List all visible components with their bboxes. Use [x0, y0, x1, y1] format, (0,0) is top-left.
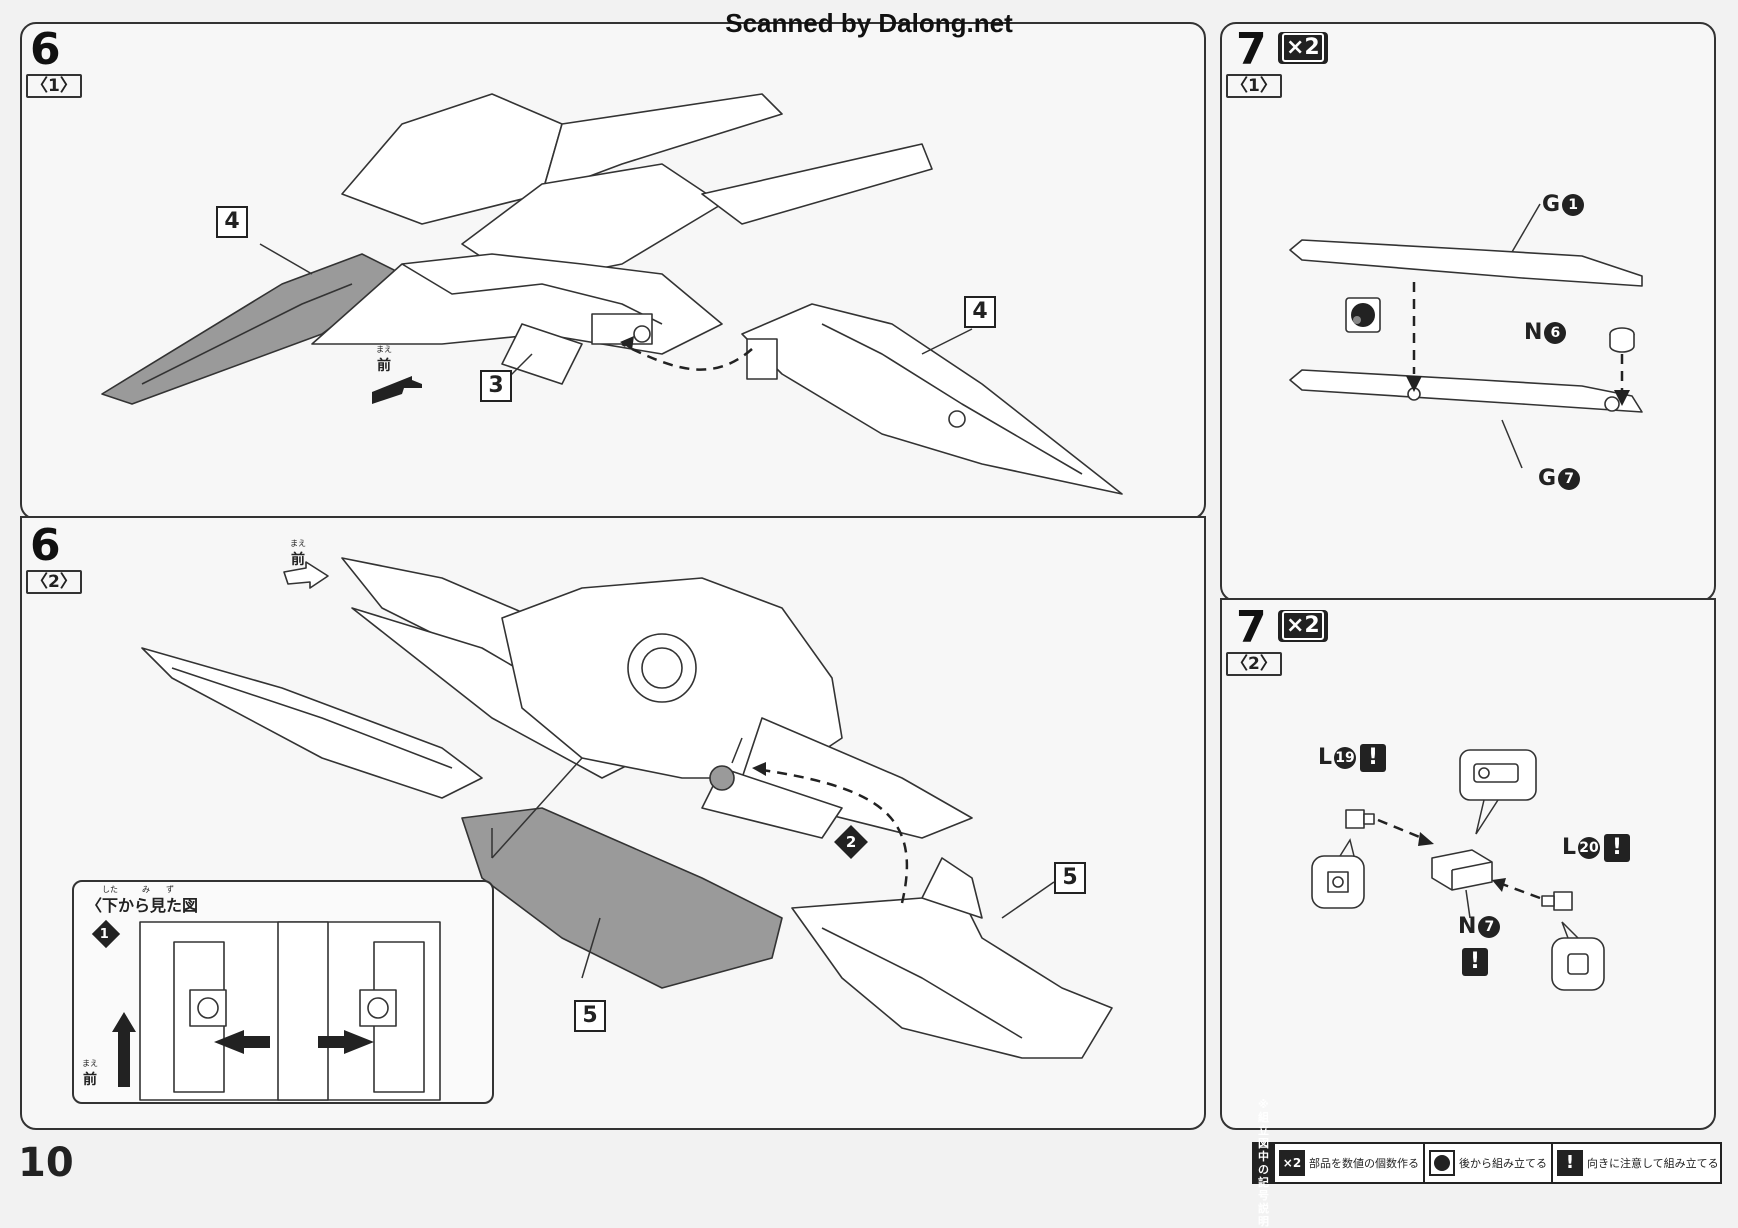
legend-title: ※組立図中の記号説明 [1254, 1098, 1273, 1228]
substep-label: 〈2〉 [26, 570, 82, 594]
front-direction-label: まえ 前 [290, 538, 306, 569]
symbol-legend: ※組立図中の記号説明 ×2 部品を数値の個数作る 後から組み立てる ! 向きに注… [1252, 1098, 1723, 1228]
legend-item-orientation: ! 向きに注意して組み立てる [1551, 1144, 1723, 1182]
legend-item-assemble-later: 後から組み立てる [1423, 1144, 1551, 1182]
step-6-2-panel: 6 〈2〉 まえ 前 2 [20, 516, 1206, 1130]
wing-skirt-assembly-illustration [141, 557, 1113, 1059]
step-number: 7 [1236, 602, 1267, 653]
front-ruby: まえ [290, 539, 306, 548]
front-ruby: まえ [82, 1059, 98, 1068]
step-number: 6 [30, 520, 61, 571]
page-number: 10 [18, 1140, 74, 1186]
front-kanji: 前 [291, 552, 305, 568]
substep-label: 〈2〉 [1226, 652, 1282, 676]
inset-title-ruby: した み ず [102, 885, 174, 894]
part-number-badge: 3 [480, 370, 512, 402]
scan-watermark: Scanned by Dalong.net [725, 8, 1013, 38]
step-6-1-panel: 6 〈1〉 まえ 前 4 3 4 [20, 22, 1206, 520]
orientation-warning-icon: ! [1360, 744, 1387, 772]
inset-title: 〈下から見た図 [86, 896, 199, 915]
substep-label: 〈1〉 [1226, 74, 1282, 98]
front-kanji: 前 [377, 358, 391, 374]
front-ruby: まえ [376, 345, 392, 354]
substep-label: 〈1〉 [26, 74, 82, 98]
warning-icon: ! [1557, 1150, 1583, 1176]
front-direction-label: まえ 前 [376, 344, 392, 375]
part-number-badge: 5 [574, 1000, 606, 1032]
orientation-warning-icon: ! [1462, 948, 1488, 976]
joint-assembly-illustration [1311, 749, 1605, 991]
quantity-multiplier-badge: ×2 [1278, 610, 1328, 642]
bottom-view-illustration [112, 921, 441, 1101]
g-part-assembly-illustration [1289, 203, 1643, 469]
quantity-multiplier-badge: ×2 [1278, 32, 1328, 64]
multiplier-icon: ×2 [1279, 1150, 1305, 1176]
step-number: 7 [1236, 24, 1267, 75]
front-kanji: 前 [83, 1072, 97, 1088]
orientation-warning-icon: ! [1604, 834, 1631, 862]
assemble-later-icon [1429, 1150, 1455, 1176]
part-number-badge: 4 [964, 296, 996, 328]
bottom-view-inset: した み ず 〈下から見た図 1 まえ 前 [72, 880, 494, 1104]
wing-assembly-illustration [101, 93, 1123, 495]
legend-item-quantity: ×2 部品を数値の個数作る [1273, 1144, 1423, 1182]
step-number: 6 [30, 24, 61, 75]
part-number-badge: 4 [216, 206, 248, 238]
part-number-badge: 5 [1054, 862, 1086, 894]
front-direction-label: まえ 前 [82, 1058, 98, 1089]
